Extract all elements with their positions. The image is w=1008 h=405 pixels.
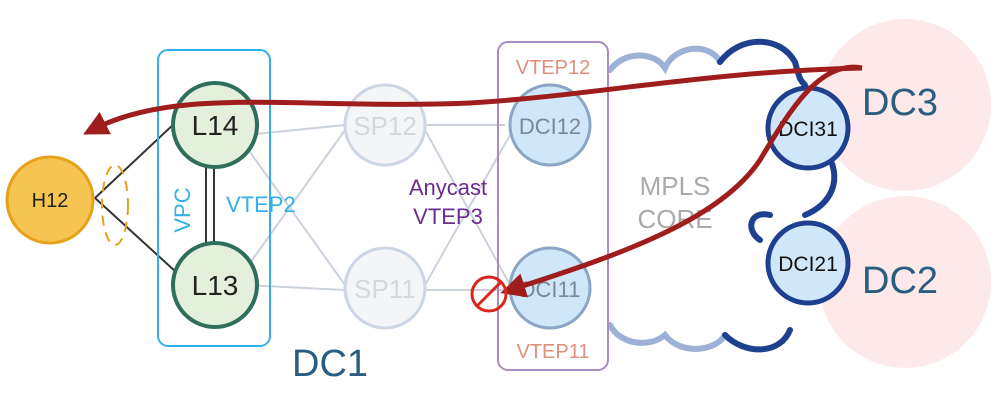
node-dci31[interactable]: DCI31 <box>765 85 851 171</box>
anycast-vtep-box <box>497 41 609 371</box>
dc3-label: DC3 <box>862 82 938 124</box>
node-label-dci12: DCI12 <box>519 114 581 139</box>
anycast-label-line2: VTEP3 <box>413 204 483 229</box>
vtep11-label: VTEP11 <box>517 341 590 363</box>
node-sp12[interactable]: SP12 <box>343 83 427 167</box>
mpls-cloud-icon <box>607 38 838 353</box>
node-label-dci21: DCI21 <box>778 253 838 276</box>
dc2-label: DC2 <box>862 260 938 302</box>
node-sp11[interactable]: SP11 <box>343 246 427 330</box>
port-channel-indicator <box>101 164 129 246</box>
fabric-links <box>244 124 511 291</box>
node-dci12[interactable]: DCI12 <box>508 83 592 167</box>
node-label-sp11: SP11 <box>354 274 416 304</box>
vtep2-label: VTEP2 <box>226 192 296 217</box>
no-entry-icon <box>470 275 508 313</box>
vpc-domain-box <box>157 49 271 347</box>
dc3-site-area <box>819 19 991 191</box>
anycast-label-line1: Anycast <box>409 175 487 200</box>
node-label-dci31: DCI31 <box>778 118 838 141</box>
vtep12-label: VTEP12 <box>516 57 590 79</box>
traffic-arrow-to-dci11 <box>500 64 863 298</box>
vpc-peer-link <box>205 160 215 248</box>
node-label-l13: L13 <box>192 270 239 301</box>
node-dci21[interactable]: DCI21 <box>765 220 851 306</box>
mpls-label-line1: MPLS <box>640 171 711 201</box>
node-h12[interactable]: H12 <box>5 155 95 245</box>
node-label-dci11: DCI11 <box>520 277 581 302</box>
vpc-label: VPC <box>170 187 195 232</box>
traffic-arrow-to-h12 <box>83 65 863 135</box>
node-label-l14: L14 <box>192 110 239 141</box>
dc2-site-area <box>819 196 991 368</box>
node-l14[interactable]: L14 <box>171 81 259 169</box>
host-links <box>94 121 177 273</box>
node-label-sp12: SP12 <box>353 111 417 141</box>
node-label-h12: H12 <box>32 190 69 212</box>
dc1-label: DC1 <box>292 343 368 385</box>
node-l13[interactable]: L13 <box>171 241 259 329</box>
